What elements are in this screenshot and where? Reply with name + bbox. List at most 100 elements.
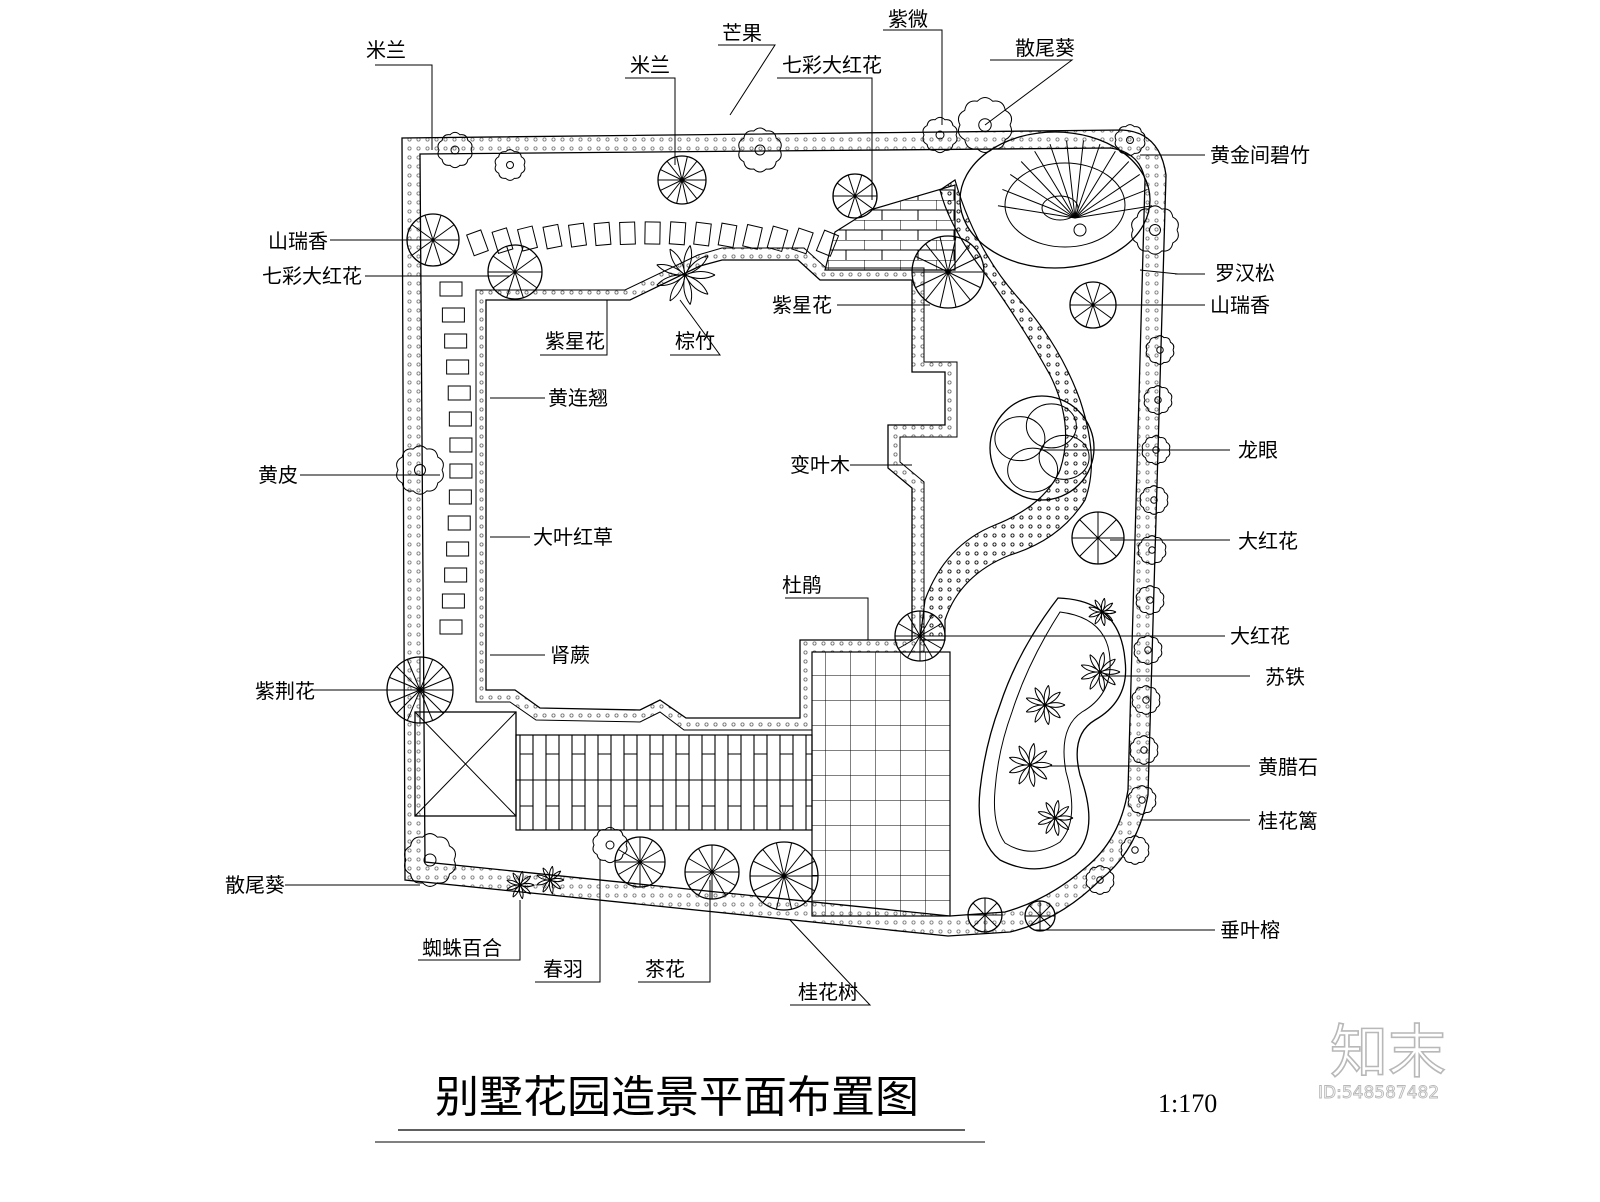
tree-chahua <box>684 844 740 900</box>
label-shanruixiang-left: 山瑞香 <box>268 229 328 253</box>
tree-longan <box>989 395 1095 501</box>
tree-chuiyerong <box>967 897 1003 933</box>
shrub-sanweikui-bottom <box>404 833 456 887</box>
hedge-band-inner <box>419 147 1146 917</box>
hedge-guihua <box>1131 685 1161 715</box>
hedge-guihua <box>1139 485 1169 515</box>
stepping-stone <box>717 222 738 248</box>
stepping-stone <box>444 567 468 583</box>
shrub-luohansong <box>1131 205 1179 255</box>
stepping-stone <box>742 223 763 250</box>
shrub-sanweikui <box>957 96 1013 154</box>
label-dujuan: 杜鹃 <box>782 573 822 597</box>
hedge-guihua <box>1145 335 1175 365</box>
label-milan-1: 米兰 <box>366 38 406 62</box>
watermark: 知末 ID:548587482 <box>1318 1017 1447 1103</box>
hedge-guihua <box>1135 585 1165 615</box>
paved-terrace-grid <box>811 651 951 917</box>
site-structure <box>401 129 1167 937</box>
label-bamboo: 黄金间碧竹 <box>1210 143 1310 167</box>
hedge-guihua <box>1137 535 1167 565</box>
shrub-bamboo <box>1114 124 1146 156</box>
stepping-stones <box>439 221 840 635</box>
label-zixinghua-center: 紫星花 <box>772 293 832 317</box>
label-zijinghua: 紫荆花 <box>255 679 315 703</box>
title-block: 别墅花园造景平面布置图 1:170 <box>375 1072 1217 1143</box>
stepping-stone <box>449 437 473 453</box>
label-zhizhubaihe: 蜘蛛百合 <box>422 936 502 960</box>
label-dayehongcao: 大叶红草 <box>533 525 613 549</box>
stepping-stone <box>439 281 463 297</box>
stepping-stone <box>491 227 514 254</box>
stepping-stone <box>619 221 636 246</box>
label-chahua: 茶花 <box>645 957 685 981</box>
tree-zixinghua <box>911 235 985 309</box>
label-sutie: 苏铁 <box>1265 665 1305 689</box>
label-huanglashi: 黄腊石 <box>1258 755 1318 779</box>
palm-sutie <box>1088 597 1117 627</box>
stepping-stone <box>448 411 472 427</box>
paving-strip <box>515 734 813 831</box>
stepping-stone <box>668 221 687 246</box>
hedge-guihua <box>1143 385 1173 415</box>
palm-sutie <box>1080 651 1121 693</box>
label-longan: 龙眼 <box>1238 438 1278 462</box>
tree-shanruixiang <box>406 213 460 267</box>
leader-lines <box>285 29 1250 1006</box>
plant-symbols <box>386 96 1179 933</box>
stepping-stone <box>644 221 661 245</box>
label-mango: 芒果 <box>722 21 762 45</box>
shrub-milan <box>437 131 473 169</box>
label-milan-2: 米兰 <box>630 53 670 77</box>
palm-huanglashi <box>1008 743 1053 787</box>
label-zongzhu: 棕竹 <box>675 329 715 353</box>
tree-qicai-dahonghua <box>832 173 878 219</box>
watermark-id: ID:548587482 <box>1318 1083 1439 1103</box>
hedge-guihua <box>1133 635 1163 665</box>
drawing-scale: 1:170 <box>1158 1089 1217 1118</box>
label-chunyu: 春羽 <box>543 957 583 981</box>
bamboo-fan <box>997 140 1153 219</box>
watermark-brand: 知末 <box>1330 1018 1446 1086</box>
shrub-mango <box>738 127 782 173</box>
brick-terrace-top <box>824 184 956 271</box>
corner-pavilion <box>414 711 517 817</box>
hedge-guihua <box>1085 865 1115 895</box>
shrub-milan <box>494 149 526 181</box>
label-guihuashu: 桂花树 <box>798 980 858 1004</box>
tree-qicai-dahonghua <box>487 244 543 300</box>
stepping-stone <box>593 221 612 247</box>
lily-zhizhubaihe <box>536 865 565 895</box>
stepping-stone <box>766 225 789 253</box>
hedge-guihua <box>1120 835 1150 865</box>
label-chuiyerong: 垂叶榕 <box>1220 918 1280 942</box>
palm-sutie <box>1037 799 1074 837</box>
stepping-stone <box>567 222 588 248</box>
tree-milan <box>657 155 707 205</box>
tree-guihuashu <box>749 841 819 911</box>
palm-sutie <box>1025 684 1066 726</box>
label-sanweikui-bottom: 散尾葵 <box>225 873 285 897</box>
label-luohansong: 罗汉松 <box>1215 261 1275 285</box>
stepping-stone <box>446 541 470 557</box>
stepping-stone <box>439 619 463 635</box>
stepping-stone <box>444 333 468 349</box>
stepping-stone <box>791 227 814 255</box>
stepping-stone <box>542 223 563 250</box>
stepping-stone <box>449 463 473 479</box>
stepping-stone <box>441 593 465 609</box>
label-huangpi: 黄皮 <box>258 463 298 487</box>
stepping-stone <box>815 229 840 257</box>
stepping-stone <box>446 359 470 375</box>
palm-zongzhu <box>656 245 716 305</box>
label-qicai-left: 七彩大红花 <box>262 264 362 288</box>
stepping-stone <box>447 385 471 401</box>
stepping-stone <box>516 225 539 252</box>
house-planting-strip <box>476 248 957 730</box>
tree-dahonghua <box>1071 511 1125 565</box>
rock-garden <box>978 597 1127 870</box>
drawing-title: 别墅花园造景平面布置图 <box>435 1072 919 1123</box>
stepping-stone <box>447 515 471 531</box>
